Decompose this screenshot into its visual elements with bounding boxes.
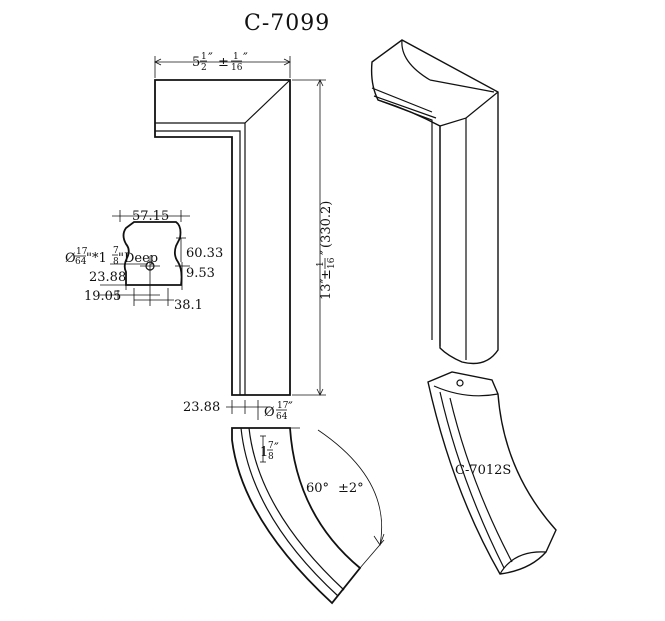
width-tolerance: ±: [218, 55, 229, 70]
bottom-hole-prefix: Ø: [264, 405, 275, 420]
drawing-title: C-7099: [244, 11, 330, 36]
bottom-hole-num: 17: [277, 401, 289, 411]
svg-text:″: ″: [319, 250, 334, 255]
angle-tolerance: ±2°: [338, 481, 364, 496]
hole-den: 64: [75, 257, 87, 267]
hole-depth-den: 8: [113, 257, 119, 267]
height-tolerance: ±: [319, 269, 334, 280]
hole-depth-text: "*1: [86, 251, 107, 266]
depth-den: 8: [268, 452, 274, 462]
hole-num: 17: [76, 247, 88, 257]
depth-num: 7: [268, 441, 274, 451]
hole-depth-suffix: "Deep: [118, 251, 158, 266]
profile-section: [122, 221, 183, 306]
profile-dimensions: 57.15 60.33 9.53 Ø 17 64 "*1 7 8 "Deep 2…: [65, 209, 223, 313]
hole-prefix: Ø: [65, 251, 76, 266]
height-metric: (330.2): [319, 201, 334, 248]
angle-dimension: 60° ±2°: [306, 481, 364, 496]
bottom-hole-den: 64: [276, 412, 288, 422]
svg-text:″: ″: [288, 400, 293, 415]
part-label: C-7012S: [455, 463, 511, 478]
angle-value: 60°: [306, 481, 329, 496]
svg-text:″: ″: [208, 51, 213, 66]
width-tol-den: 16: [231, 63, 243, 73]
width-tol-num: 1: [233, 52, 239, 62]
rail-isometric-view: [370, 39, 499, 365]
offset-38-1: 38.1: [174, 298, 203, 313]
profile-width: 57.15: [132, 209, 169, 224]
height-tol-num: 1: [316, 261, 326, 267]
offset-19-05: 19.05: [84, 289, 121, 304]
rail-elevation: [154, 79, 291, 396]
curved-rail-plan: [231, 427, 385, 605]
hole-depth-num: 7: [113, 246, 119, 256]
depth-dimension: 1 7 8 ″: [260, 435, 279, 463]
offset-9-53: 9.53: [186, 266, 215, 281]
bottom-offset-dims: 23.88 Ø 17 64 ″: [183, 400, 293, 422]
offset-23-88: 23.88: [89, 270, 126, 285]
width-frac-num: 1: [201, 52, 207, 62]
width-frac-den: 2: [201, 63, 207, 73]
height-main: 13″: [319, 278, 334, 300]
curved-rail-isometric: [427, 371, 557, 575]
height-tol-den: 16: [327, 257, 337, 269]
svg-text:″: ″: [274, 441, 279, 456]
width-dimension: 5 1 2 ″ ± 1 16 ″: [154, 51, 291, 78]
bottom-offset: 23.88: [183, 400, 220, 415]
svg-text:″: ″: [243, 51, 248, 66]
depth-whole: 1: [260, 445, 268, 460]
profile-height: 60.33: [186, 246, 223, 261]
width-whole: 5: [192, 55, 200, 70]
height-dimension: 13″ ± 1 16 ″ (330.2): [292, 79, 337, 396]
